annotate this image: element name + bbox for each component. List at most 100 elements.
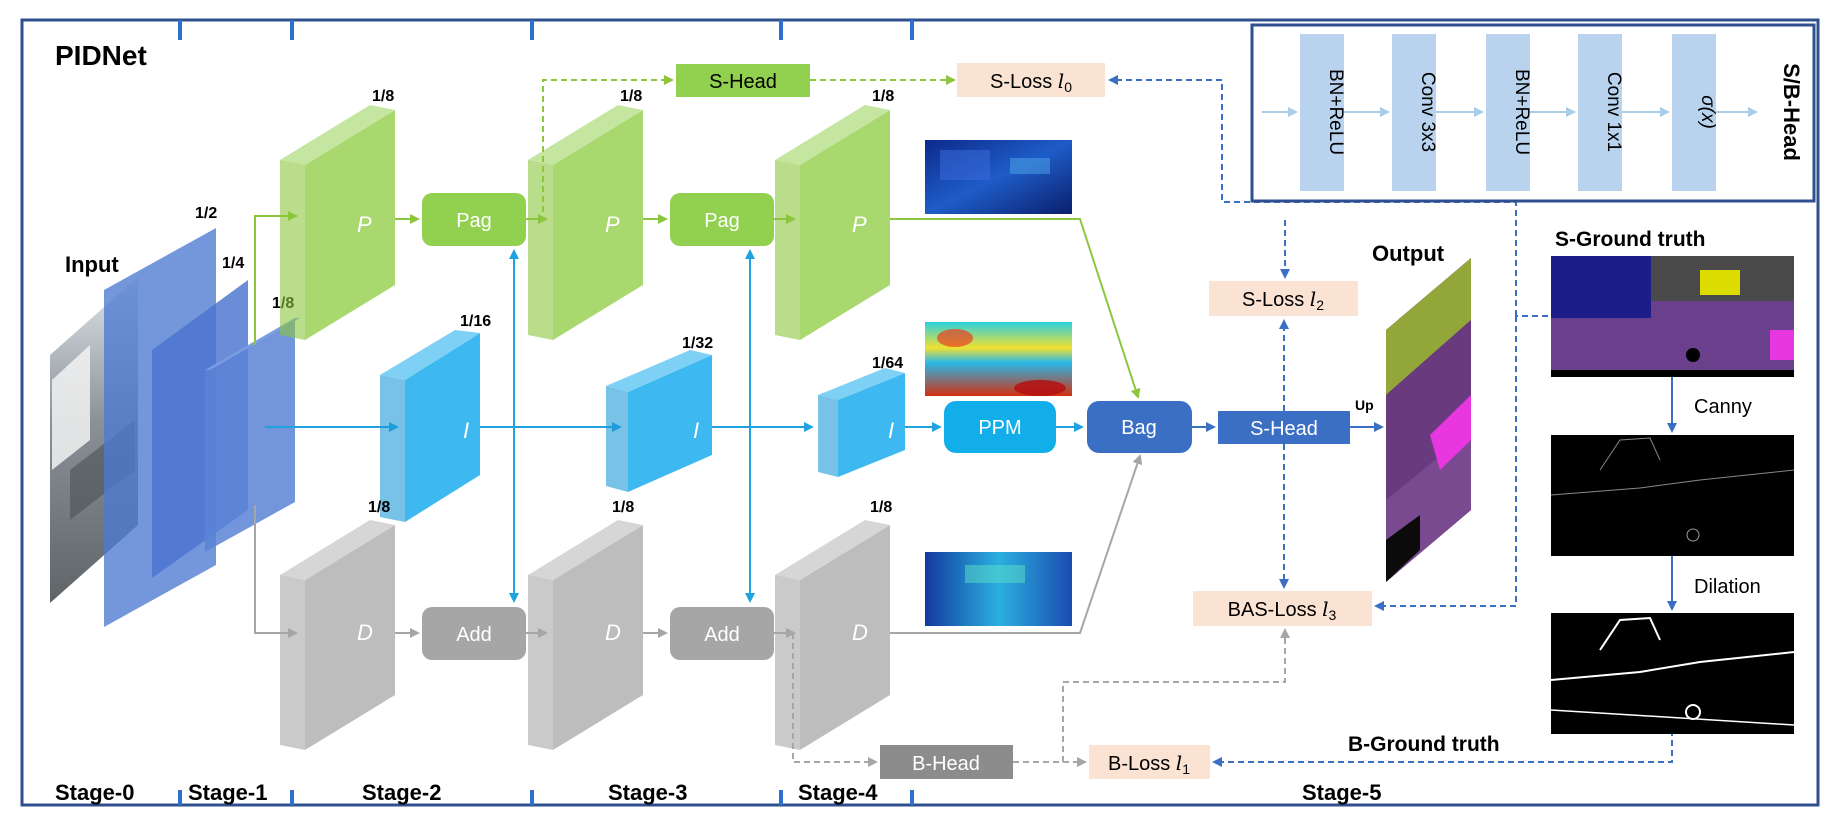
legend-layer-2-label: BN+ReLU [1511,69,1532,155]
legend-layer-4: σ(x) [1672,34,1718,191]
arrow-bgt-to-bloss [1212,730,1673,767]
scale-stem-1-2: 1/2 [195,205,217,222]
legend-layer-3: Conv 1x1 [1578,34,1624,191]
add-block-stage-3 [670,607,774,660]
stage-label-0: Stage-0 [55,780,134,805]
dilation-label: Dilation [1694,576,1761,598]
p-block-stage-4 [775,105,890,340]
stem-stage-1-2 [104,228,300,627]
s-loss-l2-box [1209,281,1358,316]
s-head-top-label: S-Head [709,71,777,93]
ppm-block [944,401,1056,453]
output-label: Output [1372,241,1445,266]
arrow-pag2-to-shead-top [542,75,674,212]
s-ground-truth-label: S-Ground truth [1555,228,1705,251]
scale-stem-1-4: 1/4 [222,255,244,272]
diagram-title: PIDNet [55,40,147,71]
b-head-label: B-Head [912,753,980,775]
bas-loss-l3-label: BAS-Loss l3 [1228,597,1337,623]
s-ground-truth-image [1551,256,1794,377]
i-glyph-stage-3: I [693,418,699,443]
scale-i-stage-4: 1/64 [872,355,903,372]
d-block-stage-2 [280,520,395,750]
bag-label: Bag [1121,417,1157,439]
canny-edge-image [1550,435,1795,556]
b-loss-l1-label: B-Loss l1 [1108,751,1190,777]
heatmap-p [925,140,1072,214]
i-block-stage-4 [818,368,905,477]
d-glyph-stage-3: D [605,620,621,645]
stage-label-5: Stage-5 [1302,780,1381,805]
b-ground-truth-label: B-Ground truth [1348,733,1500,756]
stage-label-3: Stage-3 [608,780,687,805]
d-block-stage-4 [775,520,890,750]
arrow-sgt-to-loss0-line [1108,75,1517,316]
up-label: Up [1355,397,1374,413]
scale-i-stage-2: 1/16 [460,313,491,330]
pag-label-stage-2: Pag [456,210,492,232]
arrow-output-to-loss3 [1374,316,1517,611]
output-image [1386,258,1471,582]
scale-p-stage-2: 1/8 [372,88,394,105]
scale-d-stage-4: 1/8 [870,499,892,516]
arrow-bhead-to-loss3 [1062,628,1290,762]
arrow-add3-to-bhead [792,633,878,767]
i-block-stage-3 [606,350,712,492]
i-glyph-stage-4: I [888,418,894,443]
s-loss-l0-box [957,63,1105,97]
s-head-main-block [1218,411,1350,444]
bag-block [1087,401,1192,453]
p-glyph-stage-2: P [357,212,372,237]
add-label-stage-2: Add [456,624,492,646]
arrow-sgt-to-loss2 [1285,220,1548,317]
b-head-block [880,745,1013,779]
d-glyph-stage-2: D [357,620,373,645]
stage-label-2: Stage-2 [362,780,441,805]
add-label-stage-3: Add [704,624,740,646]
scale-d-stage-2: 1/8 [368,499,390,516]
p-glyph-stage-4: P [852,212,867,237]
ppm-label: PPM [978,417,1021,439]
scale-p-stage-4: 1/8 [872,88,894,105]
pag-block-stage-2 [422,193,526,246]
heatmap-i [925,322,1072,396]
arrow-p4-to-bag [890,218,1141,399]
i-block-stage-2 [380,330,480,522]
input-label: Input [65,252,119,277]
arrow-d4-to-bag [890,454,1143,634]
legend-title: S/B-Head [1779,63,1804,161]
outer-frame [20,18,1820,807]
stage-label-4: Stage-4 [798,780,878,805]
pag-block-stage-3 [670,193,774,246]
bas-loss-l3-box [1193,591,1372,626]
s-head-main-label: S-Head [1250,418,1318,440]
pag-label-stage-3: Pag [704,210,740,232]
p-block-stage-2 [280,105,395,340]
legend-layer-0-label: BN+ReLU [1325,69,1346,155]
canny-label: Canny [1694,396,1752,418]
heatmap-d [925,552,1072,626]
stage-label-1: Stage-1 [188,780,267,805]
b-loss-l1-box [1089,745,1210,779]
i-glyph-stage-2: I [463,418,469,443]
scale-d-stage-3: 1/8 [612,499,634,516]
legend-layer-1-label: Conv 3x3 [1417,72,1438,152]
legend-layer-3-label: Conv 1x1 [1603,72,1624,152]
legend-layer-0: BN+ReLU [1300,34,1346,191]
s-loss-l0-label: S-Loss l0 [990,69,1072,95]
p-block-stage-3 [528,105,643,340]
s-head-top-block [676,64,810,97]
dilation-edge-image [1550,613,1795,734]
s-loss-l2-label: S-Loss l2 [1242,287,1324,313]
d-glyph-stage-4: D [852,620,868,645]
scale-i-stage-3: 1/32 [682,335,713,352]
d-block-stage-3 [528,520,643,750]
p-glyph-stage-3: P [605,212,620,237]
scale-p-stage-3: 1/8 [620,88,642,105]
legend-layer-2: BN+ReLU [1486,34,1532,191]
legend-layer-4-label: σ(x) [1697,95,1718,129]
stage-ticks [178,20,914,805]
legend-layer-1: Conv 3x3 [1392,34,1438,191]
add-block-stage-2 [422,607,526,660]
